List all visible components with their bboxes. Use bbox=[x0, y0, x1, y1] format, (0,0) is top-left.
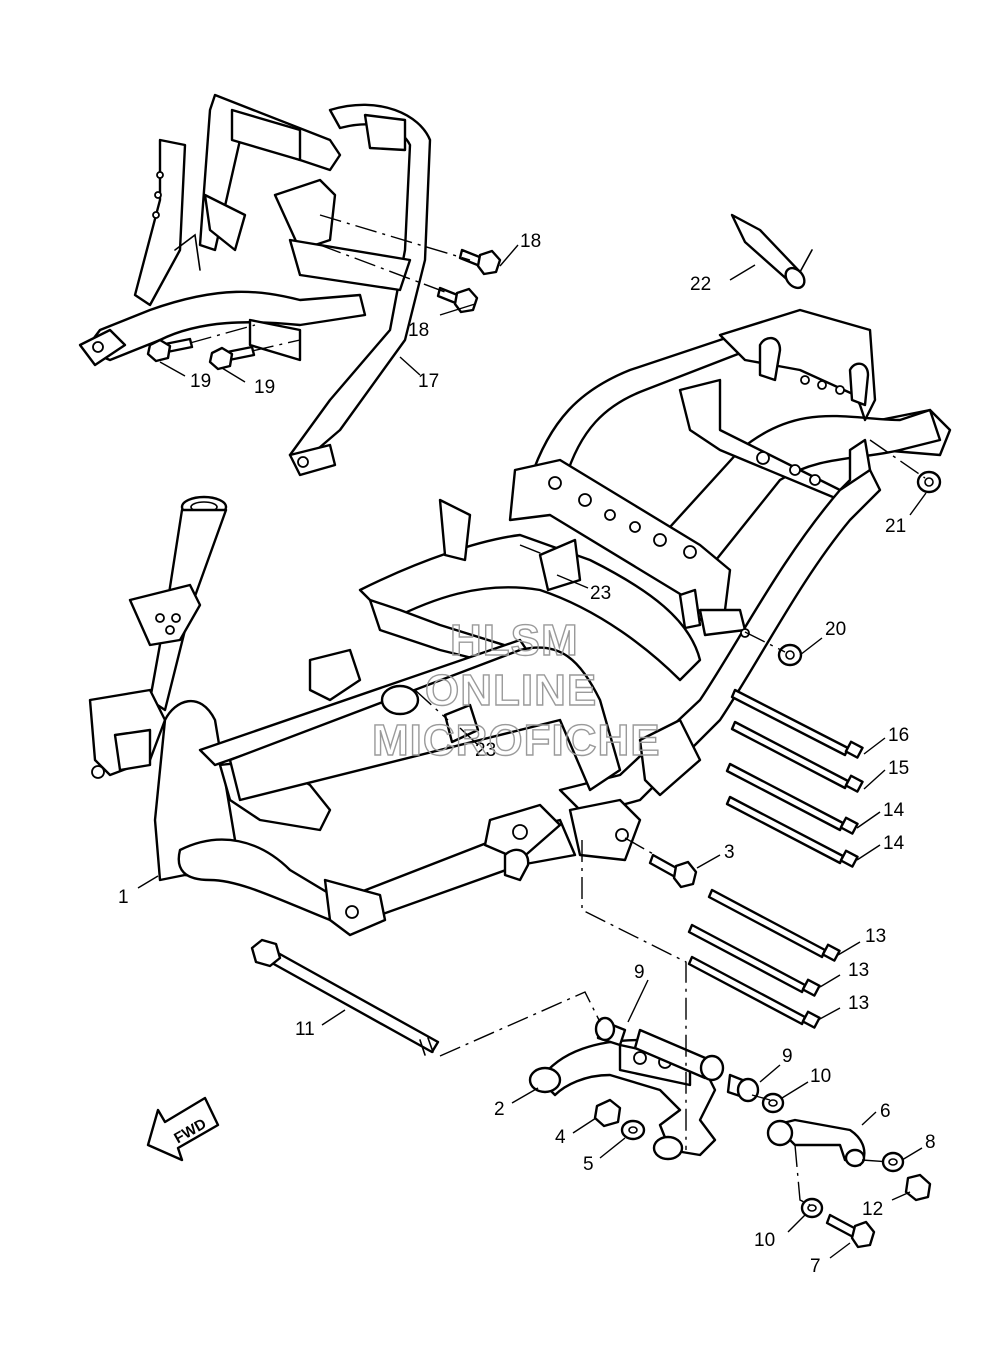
part-9-collar-lower[interactable] bbox=[633, 1028, 760, 1103]
part-16-cable-tie[interactable] bbox=[730, 688, 864, 759]
part-1-main-frame[interactable] bbox=[88, 308, 952, 937]
callout-3[interactable]: 3 bbox=[724, 842, 735, 863]
callout-leaders bbox=[137, 244, 927, 1259]
callout-23-lower[interactable]: 23 bbox=[475, 740, 496, 761]
fwd-direction-arrow-icon: FWD bbox=[146, 1096, 220, 1162]
callout-9-lower[interactable]: 9 bbox=[782, 1046, 793, 1067]
part-18-bolt-a[interactable] bbox=[458, 248, 502, 276]
part-21-bushing[interactable] bbox=[916, 470, 942, 494]
callout-18-b[interactable]: 18 bbox=[408, 320, 429, 341]
callout-2[interactable]: 2 bbox=[494, 1099, 505, 1120]
callout-13-c[interactable]: 13 bbox=[848, 993, 869, 1014]
callout-21[interactable]: 21 bbox=[885, 516, 906, 537]
callout-23-upper[interactable]: 23 bbox=[590, 583, 611, 604]
part-3-bolt[interactable] bbox=[648, 853, 698, 889]
callout-4[interactable]: 4 bbox=[555, 1127, 566, 1148]
callout-22[interactable]: 22 bbox=[690, 274, 711, 295]
callout-12[interactable]: 12 bbox=[862, 1199, 883, 1220]
callout-8[interactable]: 8 bbox=[925, 1132, 936, 1153]
part-6-link-arm[interactable] bbox=[766, 1118, 866, 1168]
callout-numbers: 1 2 3 4 5 6 7 8 9 9 10 10 11 12 13 13 13… bbox=[118, 231, 936, 1277]
part-23-label-upper[interactable] bbox=[538, 538, 582, 592]
callout-18-a[interactable]: 18 bbox=[520, 231, 541, 252]
part-15-cable-tie[interactable] bbox=[730, 720, 864, 793]
callout-16[interactable]: 16 bbox=[888, 725, 909, 746]
callout-17[interactable]: 17 bbox=[418, 371, 439, 392]
part-23-label-lower[interactable] bbox=[443, 703, 480, 744]
callout-19-b[interactable]: 19 bbox=[254, 377, 275, 398]
part-9-collar-upper[interactable] bbox=[594, 1016, 627, 1047]
part-11-through-bolt[interactable] bbox=[250, 938, 440, 1056]
part-20-bushing[interactable] bbox=[777, 643, 803, 667]
part-7-bolt[interactable] bbox=[825, 1213, 876, 1249]
part-5-washer[interactable] bbox=[620, 1119, 646, 1141]
part-10-washer-lower[interactable] bbox=[800, 1197, 824, 1219]
part-19-bolt-a[interactable] bbox=[146, 337, 194, 363]
part-14-cable-tie-a[interactable] bbox=[725, 762, 859, 835]
watermark: HLSM ONLINE MICROFICHE bbox=[371, 615, 661, 765]
callout-14-b[interactable]: 14 bbox=[883, 833, 905, 854]
part-14-cable-tie-b[interactable] bbox=[725, 795, 859, 868]
part-19-bolt-b[interactable] bbox=[208, 345, 256, 371]
callout-13-a[interactable]: 13 bbox=[865, 926, 886, 947]
callout-5[interactable]: 5 bbox=[583, 1154, 594, 1175]
part-13-cable-tie-c[interactable] bbox=[687, 955, 821, 1029]
callout-11[interactable]: 11 bbox=[295, 1019, 315, 1040]
assembly-guide-lines bbox=[189, 214, 926, 1206]
part-17-rear-bracket[interactable] bbox=[78, 93, 432, 477]
part-10-washer-upper[interactable] bbox=[761, 1092, 785, 1114]
callout-10-lower[interactable]: 10 bbox=[754, 1230, 775, 1251]
callout-19-a[interactable]: 19 bbox=[190, 371, 211, 392]
watermark-line-1: HLSM bbox=[450, 616, 579, 665]
part-13-cable-tie-a[interactable] bbox=[707, 888, 841, 962]
callout-9-upper[interactable]: 9 bbox=[634, 962, 645, 983]
callout-20[interactable]: 20 bbox=[825, 619, 846, 640]
callout-1[interactable]: 1 bbox=[118, 887, 129, 908]
watermark-line-2: ONLINE bbox=[425, 666, 597, 715]
watermark-line-3: MICROFICHE bbox=[372, 716, 661, 765]
callout-13-b[interactable]: 13 bbox=[848, 960, 869, 981]
part-8-washer[interactable] bbox=[881, 1151, 905, 1173]
callout-10-upper[interactable]: 10 bbox=[810, 1066, 831, 1087]
part-4-nut[interactable] bbox=[593, 1098, 622, 1128]
part-22-connector[interactable] bbox=[730, 213, 813, 292]
callout-15[interactable]: 15 bbox=[888, 758, 909, 779]
callout-7[interactable]: 7 bbox=[810, 1256, 821, 1277]
part-12-nut[interactable] bbox=[904, 1173, 932, 1202]
part-13-cable-tie-b[interactable] bbox=[687, 923, 821, 997]
callout-6[interactable]: 6 bbox=[880, 1101, 891, 1122]
callout-14-a[interactable]: 14 bbox=[883, 800, 905, 821]
